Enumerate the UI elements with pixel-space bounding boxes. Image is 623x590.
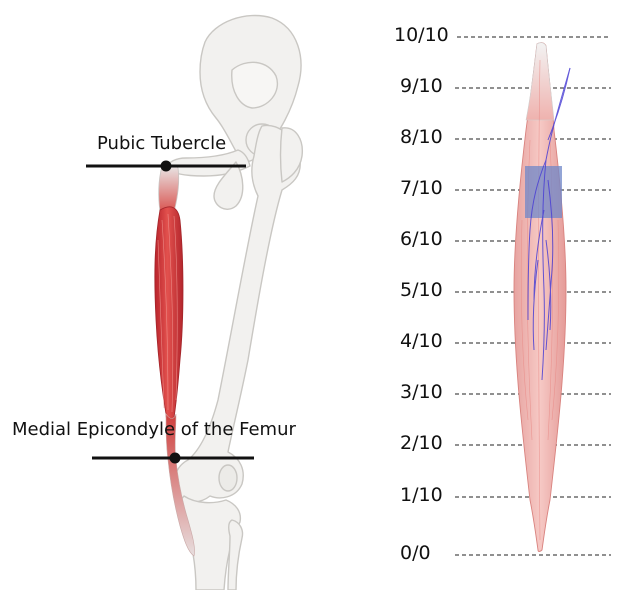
- scale-label-6: 6/10: [400, 230, 443, 249]
- patella-bone: [219, 465, 237, 491]
- upper-landmark-dot: [161, 161, 172, 172]
- muscle-proximal-tendon: [159, 165, 179, 212]
- scale-label-5: 5/10: [400, 281, 443, 300]
- fibula-bone: [228, 520, 243, 590]
- muscle-right: [514, 43, 570, 552]
- scale-label-9: 9/10: [400, 77, 443, 96]
- lower-landmark-dot: [170, 453, 181, 464]
- scale-label-4: 4/10: [400, 332, 443, 351]
- medial-epicondyle-label: Medial Epicondyle of the Femur: [12, 421, 296, 439]
- leg-skeleton: [166, 15, 302, 590]
- scale-label-8: 8/10: [400, 128, 443, 147]
- side-muscle-top-tendon: [526, 43, 554, 120]
- scale-label-0: 0/0: [400, 544, 431, 563]
- muscle-belly: [155, 207, 183, 422]
- scale-label-3: 3/10: [400, 383, 443, 402]
- pubic-tubercle-label: Pubic Tubercle: [97, 135, 226, 153]
- scale-label-1: 1/10: [400, 486, 443, 505]
- scale-label-2: 2/10: [400, 434, 443, 453]
- scale-label-10: 10/10: [394, 26, 449, 45]
- scale-label-7: 7/10: [400, 179, 443, 198]
